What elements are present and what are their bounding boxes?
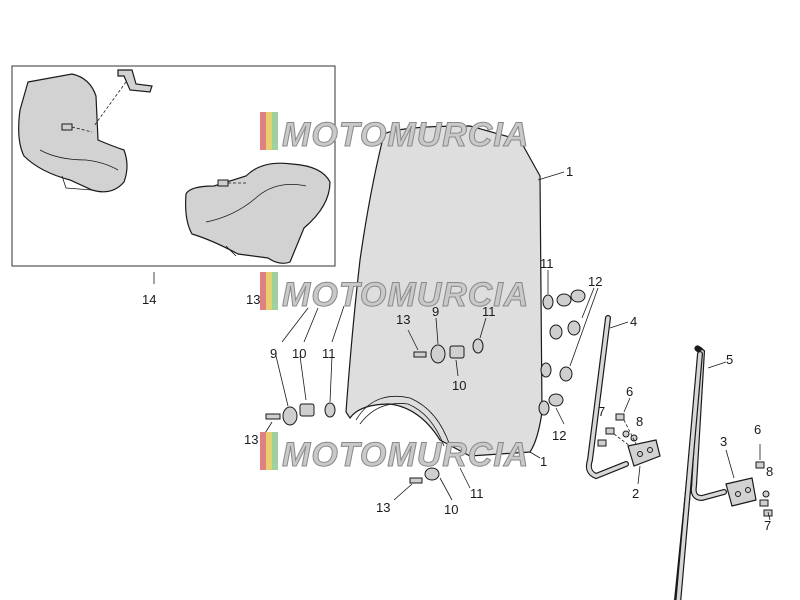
label-screw-13c: 13 [244, 432, 258, 447]
watermark-bottom: MOTOMURCIA [260, 432, 529, 475]
kit-screw-right [217, 179, 229, 187]
label-screw-7a: 7 [598, 404, 605, 419]
screw-13-bottom [409, 477, 423, 484]
windscreen-cutout [355, 395, 451, 447]
label-windscreen-b: 1 [540, 454, 547, 469]
label-washer-11a: 11 [322, 346, 336, 361]
label-spacer-9a: 9 [270, 346, 277, 361]
grommet-12-c [549, 324, 563, 340]
spacer-9-centre [430, 344, 446, 364]
washer-11-lower [324, 402, 336, 418]
screw-6-left [755, 461, 765, 469]
label-grommet-12b: 12 [552, 428, 566, 443]
hinge-3 [725, 477, 757, 507]
label-bush-10c: 10 [444, 502, 458, 517]
label-bush-10a: 10 [292, 346, 306, 361]
hinge-2 [627, 439, 661, 467]
label-screw-6b: 6 [754, 422, 761, 437]
label-washer-11b: 11 [482, 304, 496, 319]
label-washer-8b: 8 [766, 464, 773, 479]
label-screw-7b: 7 [764, 518, 771, 533]
watermark-text-bottom: MOTOMURCIA [282, 436, 529, 474]
grommet-12-a [556, 293, 572, 307]
washer-11-upper-right [542, 294, 554, 310]
washer-8-left [762, 490, 770, 498]
screw-7-left [759, 499, 769, 507]
callout-labels: 1 1 2 3 4 5 6 6 7 7 8 8 9 9 10 10 10 11 … [142, 164, 773, 533]
washer-11-mid-right [540, 362, 552, 378]
label-bush-10b: 10 [452, 378, 466, 393]
label-screw-13b: 13 [396, 312, 410, 327]
label-screw-13a: 13 [246, 292, 260, 307]
label-screw-6a: 6 [626, 384, 633, 399]
handguard-right [185, 162, 331, 264]
bush-10-lower [299, 403, 315, 417]
watermark-text-top: MOTOMURCIA [282, 116, 529, 154]
washer-11-low-right [538, 400, 550, 416]
watermark-top: MOTOMURCIA [260, 112, 529, 155]
label-grommet-12a: 12 [588, 274, 602, 289]
handguard-left [18, 73, 128, 193]
bush-10-bottom [424, 467, 440, 481]
label-bracket-left: 5 [726, 352, 733, 367]
spacer-9-lower [282, 406, 298, 426]
screw-6-right [615, 413, 625, 421]
label-washer-11d: 11 [470, 486, 484, 501]
label-hinge-left: 3 [720, 434, 727, 449]
label-washer-8a: 8 [636, 414, 643, 429]
washer-11-centre [472, 338, 484, 354]
kit-screw-left [61, 123, 73, 131]
watermark-text-middle: MOTOMURCIA [282, 276, 529, 314]
screw-13-centre [413, 351, 427, 358]
screw-7-right [605, 427, 615, 435]
screw-7-right-b [597, 439, 607, 447]
label-handguard-kit: 14 [142, 292, 156, 307]
kit-bracket [117, 69, 153, 93]
handguard-kit-frame [11, 65, 336, 267]
label-screw-13d: 13 [376, 500, 390, 515]
grommet-12-d [567, 320, 581, 336]
washer-8-right [622, 430, 630, 438]
label-bracket-right: 4 [630, 314, 637, 329]
label-windscreen: 1 [566, 164, 573, 179]
grommet-12-f [548, 393, 564, 407]
grommet-12-e [559, 366, 573, 382]
label-hinge-right: 2 [632, 486, 639, 501]
bracket-4 [585, 315, 629, 480]
screw-13-lower [265, 413, 281, 420]
watermark-middle: MOTOMURCIA [260, 272, 529, 315]
label-washer-11c: 11 [540, 256, 554, 271]
bush-10-centre [449, 345, 465, 359]
label-spacer-9b: 9 [432, 304, 439, 319]
grommet-12-b [570, 289, 586, 303]
washer-8-right-b [630, 434, 638, 442]
